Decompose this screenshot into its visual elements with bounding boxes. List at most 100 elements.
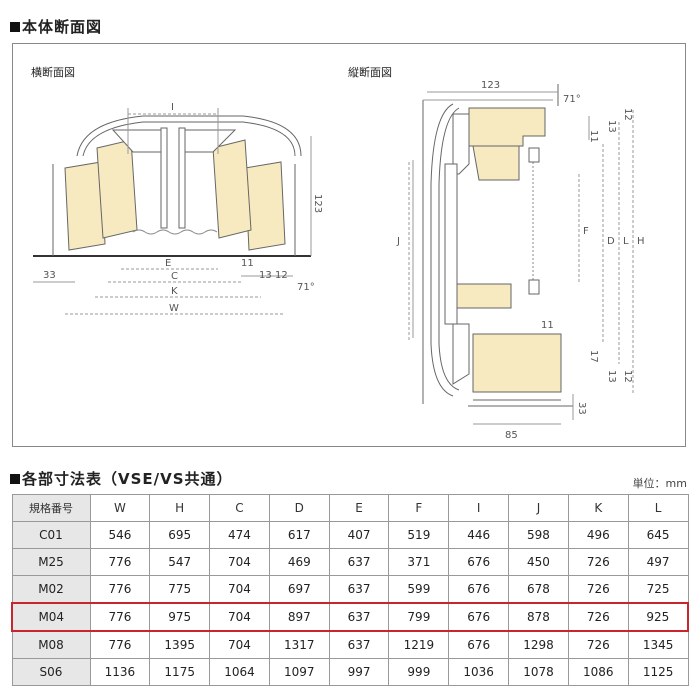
vdim-13b-label: 13 xyxy=(606,370,617,383)
dim-13-label: 13 xyxy=(259,270,272,281)
value-cell: 975 xyxy=(149,602,211,632)
vdim-123-label: 123 xyxy=(481,80,500,91)
vdim-85-label: 85 xyxy=(505,430,518,441)
value-cell: 676 xyxy=(448,575,510,604)
section-title-table: 各部寸法表（VSE/VS共通） xyxy=(10,468,233,489)
value-cell: 695 xyxy=(149,521,211,549)
value-cell: 726 xyxy=(567,548,629,576)
value-cell: 1298 xyxy=(508,630,569,659)
value-cell: 676 xyxy=(448,602,510,632)
table-header-row: 規格番号 W H C D E F I J K L xyxy=(11,494,689,522)
dim-11-label: 11 xyxy=(241,258,254,269)
vdim-12b-label: 12 xyxy=(622,370,633,383)
square-bullet-icon xyxy=(10,22,20,32)
value-cell: 1078 xyxy=(508,658,569,686)
dim-K-label: K xyxy=(171,286,178,297)
vdim-17-label: 17 xyxy=(588,350,599,363)
header-col: E xyxy=(328,494,390,522)
vdim-11-label: 11 xyxy=(588,130,599,143)
horizontal-section-drawing xyxy=(33,108,312,315)
value-cell: 1097 xyxy=(268,658,330,686)
vertical-section-drawing xyxy=(408,84,634,425)
value-cell: 1064 xyxy=(209,658,270,686)
value-cell: 676 xyxy=(448,630,510,659)
value-cell: 496 xyxy=(567,521,629,549)
value-cell: 1086 xyxy=(567,658,629,686)
row-code-cell: M08 xyxy=(11,630,91,659)
header-col: I xyxy=(448,494,510,522)
value-cell: 1219 xyxy=(388,630,450,659)
vdim-13-label: 13 xyxy=(606,120,617,133)
header-col: W xyxy=(89,494,151,522)
vdim-L-label: L xyxy=(623,236,629,247)
value-cell: 775 xyxy=(149,575,211,604)
row-code-cell: M04 xyxy=(11,602,91,632)
row-code-cell: C01 xyxy=(11,521,91,549)
dim-33-label: 33 xyxy=(43,270,56,281)
value-cell: 999 xyxy=(388,658,450,686)
row-code-cell: M02 xyxy=(11,575,91,604)
value-cell: 446 xyxy=(448,521,510,549)
vdim-33-label: 33 xyxy=(576,402,587,415)
value-cell: 776 xyxy=(89,630,151,659)
value-cell: 997 xyxy=(328,658,390,686)
vdim-11b-label: 11 xyxy=(541,320,554,331)
header-col: F xyxy=(388,494,450,522)
value-cell: 637 xyxy=(328,548,390,576)
vdim-F-label: F xyxy=(583,226,589,237)
dim-W-label: W xyxy=(169,303,179,314)
value-cell: 1125 xyxy=(627,658,689,686)
value-cell: 704 xyxy=(209,602,270,632)
section-drawings: I E C K W 33 11 13 12 71° 123 123 71° 13… xyxy=(33,80,645,441)
dim-I-label: I xyxy=(171,102,174,113)
value-cell: 725 xyxy=(627,575,689,604)
unit-label: 単位：mm xyxy=(632,477,687,490)
value-cell: 617 xyxy=(268,521,330,549)
value-cell: 637 xyxy=(328,575,390,604)
dim-123-label: 123 xyxy=(312,194,323,213)
value-cell: 598 xyxy=(508,521,569,549)
value-cell: 878 xyxy=(508,602,569,632)
vdim-angle-label: 71° xyxy=(563,94,581,105)
header-col: H xyxy=(149,494,211,522)
dim-E-label: E xyxy=(165,258,171,269)
value-cell: 637 xyxy=(328,602,390,632)
value-cell: 726 xyxy=(567,602,629,632)
value-cell: 897 xyxy=(268,602,330,632)
horizontal-section-label: 横断面図 xyxy=(31,66,75,79)
value-cell: 776 xyxy=(89,575,151,604)
value-cell: 450 xyxy=(508,548,569,576)
value-cell: 726 xyxy=(567,575,629,604)
value-cell: 697 xyxy=(268,575,330,604)
value-cell: 704 xyxy=(209,548,270,576)
dim-12-label: 12 xyxy=(275,270,288,281)
row-code-cell: M25 xyxy=(11,548,91,576)
vdim-J-label: J xyxy=(396,236,400,247)
value-cell: 1175 xyxy=(149,658,211,686)
value-cell: 469 xyxy=(268,548,330,576)
value-cell: 726 xyxy=(567,630,629,659)
dim-C-label: C xyxy=(171,271,178,282)
value-cell: 407 xyxy=(328,521,390,549)
value-cell: 676 xyxy=(448,548,510,576)
square-bullet-icon xyxy=(10,474,20,484)
value-cell: 547 xyxy=(149,548,211,576)
section-title-text: 本体断面図 xyxy=(22,18,103,36)
header-code: 規格番号 xyxy=(11,494,91,522)
value-cell: 704 xyxy=(209,630,270,659)
header-col: L xyxy=(627,494,689,522)
vdim-H-label: H xyxy=(637,236,645,247)
value-cell: 776 xyxy=(89,548,151,576)
value-cell: 925 xyxy=(627,602,689,632)
value-cell: 1036 xyxy=(448,658,510,686)
header-col: J xyxy=(508,494,569,522)
value-cell: 1395 xyxy=(149,630,211,659)
vdim-12-label: 12 xyxy=(622,108,633,121)
